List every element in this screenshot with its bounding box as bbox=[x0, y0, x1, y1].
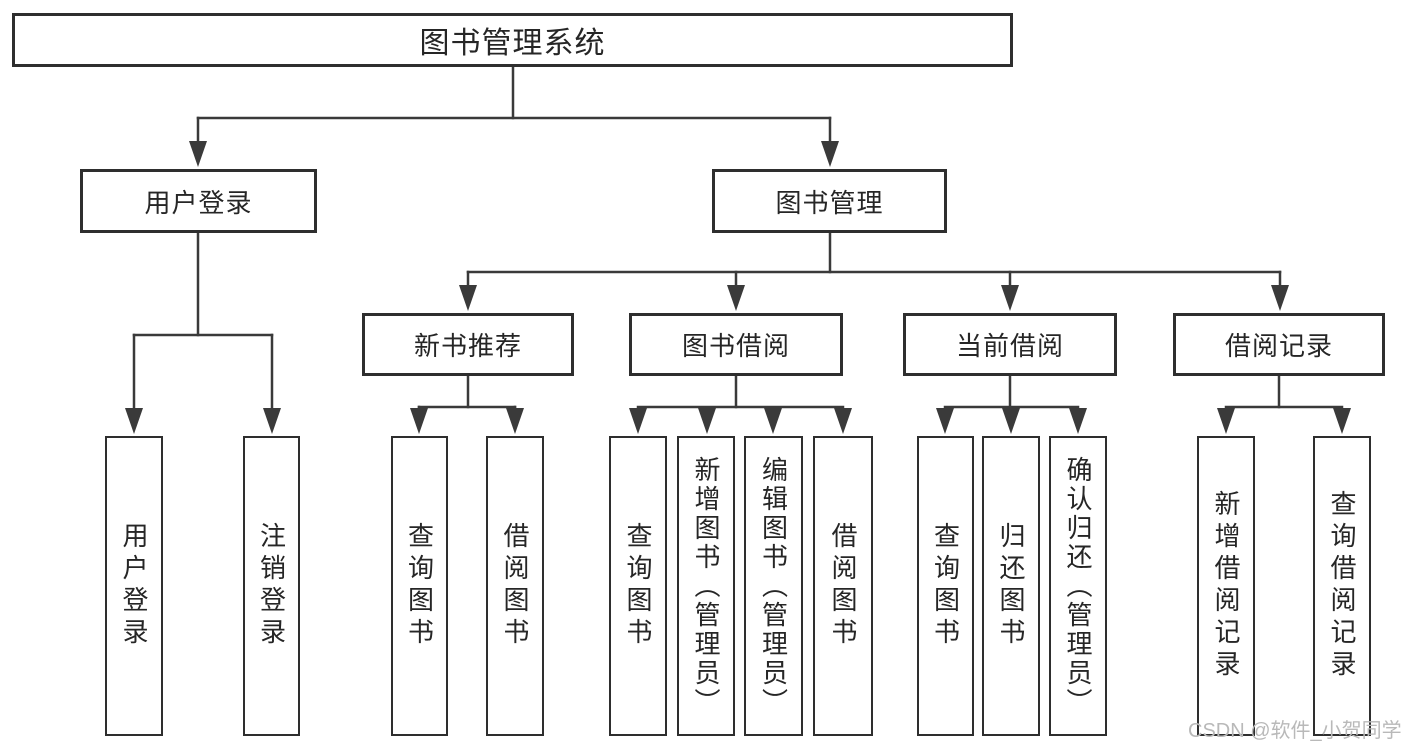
node-label: 新书推荐 bbox=[413, 331, 522, 361]
node-label: 查询借阅记录 bbox=[1327, 490, 1357, 682]
node-label: 确认归还（管理员） bbox=[1063, 455, 1093, 717]
arrowhead-down bbox=[459, 285, 477, 311]
node-label: 图书借阅 bbox=[681, 331, 790, 361]
arrowhead-down bbox=[1217, 408, 1235, 434]
node-label: 用户登录 bbox=[144, 187, 253, 218]
node-label: 编辑图书（管理员） bbox=[758, 455, 789, 717]
connector-user-login-to-leaves bbox=[125, 231, 281, 434]
arrowhead-down bbox=[1333, 408, 1351, 434]
arrowhead-down bbox=[1001, 285, 1019, 311]
node-label: 查询图书 bbox=[930, 522, 961, 650]
arrowhead-down bbox=[764, 408, 782, 434]
leaf-return-book: 归还图书 bbox=[982, 436, 1040, 736]
connector-current-borrow-to-leaves bbox=[936, 374, 1087, 434]
arrowhead-down bbox=[189, 141, 207, 167]
node-book-management: 图书管理 bbox=[712, 169, 947, 233]
node-label: 新增借阅记录 bbox=[1211, 490, 1241, 682]
node-label: 用户登录 bbox=[119, 522, 149, 650]
arrowhead-down bbox=[1271, 285, 1289, 311]
arrowhead-down bbox=[410, 408, 428, 434]
arrowhead-down bbox=[263, 408, 281, 434]
node-label: 新增图书（管理员） bbox=[691, 455, 721, 717]
arrowhead-down bbox=[1002, 408, 1020, 434]
arrowhead-down bbox=[698, 408, 716, 434]
leaf-query-books-borrowing: 查询图书 bbox=[609, 436, 667, 736]
connector-book-management-to-level3 bbox=[459, 231, 1289, 311]
leaf-query-books-current: 查询图书 bbox=[917, 436, 974, 736]
leaf-query-books-recommend: 查询图书 bbox=[391, 436, 448, 736]
leaf-edit-book-admin: 编辑图书（管理员） bbox=[744, 436, 803, 736]
node-user-login: 用户登录 bbox=[80, 169, 317, 233]
arrowhead-down bbox=[834, 408, 852, 434]
node-book-borrowing: 图书借阅 bbox=[629, 313, 843, 376]
connector-borrow-records-to-leaves bbox=[1217, 374, 1351, 434]
leaf-logout: 注销登录 bbox=[243, 436, 300, 736]
arrowhead-down bbox=[936, 408, 954, 434]
connector-new-book-to-leaves bbox=[410, 374, 524, 434]
node-label: 查询图书 bbox=[623, 522, 653, 650]
leaf-add-borrow-record: 新增借阅记录 bbox=[1197, 436, 1255, 736]
connector-book-borrow-to-leaves bbox=[629, 374, 852, 434]
node-label: 图书管理 bbox=[775, 187, 884, 218]
node-new-book-recommend: 新书推荐 bbox=[362, 313, 574, 376]
leaf-add-book-admin: 新增图书（管理员） bbox=[677, 436, 735, 736]
arrowhead-down bbox=[125, 408, 143, 434]
node-label: 借阅图书 bbox=[828, 522, 858, 650]
leaf-user-login: 用户登录 bbox=[105, 436, 163, 736]
leaf-borrow-books-recommend: 借阅图书 bbox=[486, 436, 544, 736]
leaf-query-borrow-record: 查询借阅记录 bbox=[1313, 436, 1371, 736]
arrowhead-down bbox=[727, 285, 745, 311]
node-label: 当前借阅 bbox=[955, 331, 1064, 361]
leaf-borrow-books-borrowing: 借阅图书 bbox=[813, 436, 873, 736]
arrowhead-down bbox=[506, 408, 524, 434]
arrowhead-down bbox=[629, 408, 647, 434]
csdn-watermark: CSDN @软件_小贺同学 bbox=[1188, 720, 1402, 742]
node-borrowing-records: 借阅记录 bbox=[1173, 313, 1385, 376]
connector-root-to-level2 bbox=[189, 65, 839, 167]
arrowhead-down bbox=[1069, 408, 1087, 434]
node-label: 注销登录 bbox=[256, 522, 287, 650]
arrowhead-down bbox=[821, 141, 839, 167]
node-current-borrowing: 当前借阅 bbox=[903, 313, 1117, 376]
node-label: 借阅记录 bbox=[1224, 331, 1333, 361]
leaf-confirm-return-admin: 确认归还（管理员） bbox=[1049, 436, 1107, 736]
node-label: 查询图书 bbox=[404, 522, 435, 650]
node-label: 图书管理系统 bbox=[419, 27, 606, 60]
node-library-management-system: 图书管理系统 bbox=[12, 13, 1013, 67]
node-label: 借阅图书 bbox=[500, 522, 530, 650]
node-label: 归还图书 bbox=[996, 522, 1026, 650]
